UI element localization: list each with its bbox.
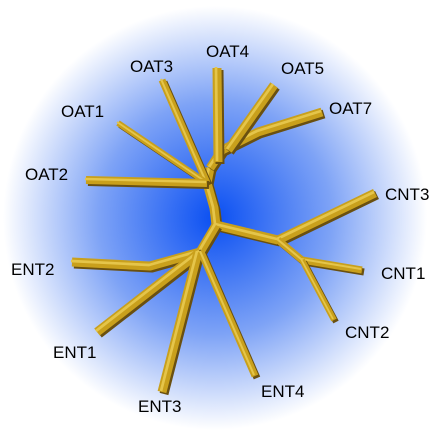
leaf-label-oat3: OAT3	[130, 57, 173, 76]
branch-ent4	[197, 250, 261, 380]
branch-cnt1	[300, 256, 365, 276]
branch-ent-stem	[196, 222, 222, 257]
branch-oat2	[84, 176, 210, 189]
leaf-label-cnt3: CNT3	[385, 185, 429, 204]
leaf-label-oat5: OAT5	[281, 59, 324, 78]
leaf-labels: OAT3 OAT4 OAT5 OAT1 OAT7 OAT2 CNT3 ENT2 …	[11, 42, 429, 416]
leaf-label-oat4: OAT4	[206, 42, 249, 61]
branch-oat4	[212, 66, 225, 165]
leaf-label-cnt1: CNT1	[381, 264, 425, 283]
branch-oat5	[224, 82, 280, 155]
leaf-label-ent1: ENT1	[53, 343, 96, 362]
leaf-label-ent4: ENT4	[261, 382, 304, 401]
branch-ent1	[94, 248, 205, 338]
leaf-label-ent2: ENT2	[11, 260, 54, 279]
branch-cnt-stem	[214, 220, 282, 247]
leaf-label-oat1: OAT1	[61, 102, 104, 121]
branches	[70, 66, 379, 396]
leaf-label-oat2: OAT2	[25, 165, 68, 184]
leaf-label-ent3: ENT3	[138, 397, 181, 416]
branch-oat1	[116, 120, 211, 188]
branch-oat3	[158, 78, 213, 187]
branch-cnt2	[299, 258, 339, 324]
leaf-label-cnt2: CNT2	[345, 323, 389, 342]
branch-ent3	[157, 250, 205, 396]
branch-cnt-inner	[275, 237, 307, 265]
branch-cnt3	[276, 188, 379, 247]
leaf-label-oat7: OAT7	[329, 99, 372, 118]
